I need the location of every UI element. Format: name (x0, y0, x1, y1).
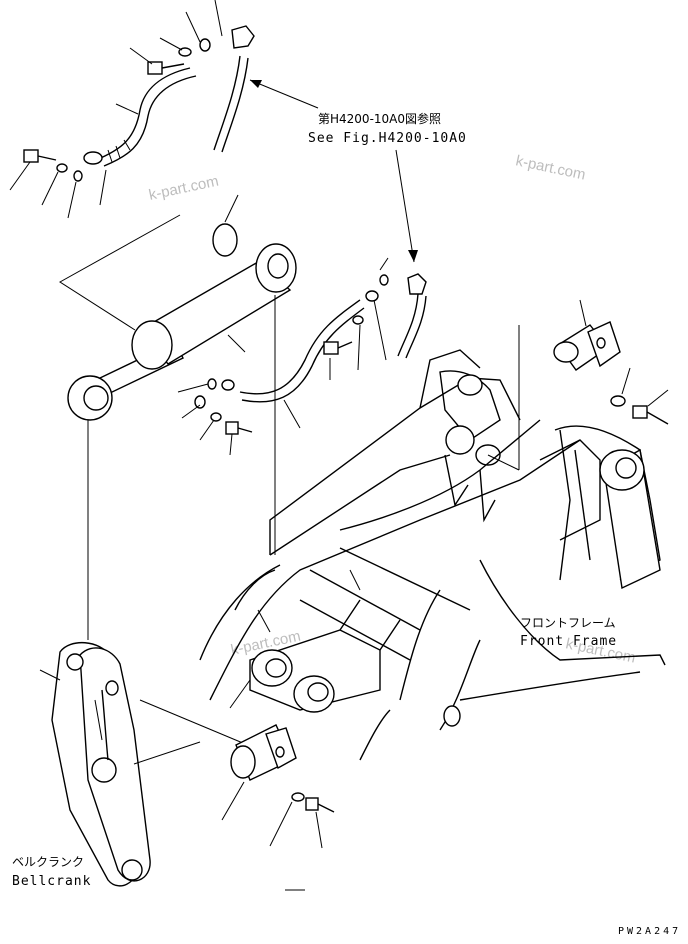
front-frame (199, 325, 666, 761)
drawing-code: PW2A247 (618, 926, 681, 937)
reference-arrow-lower (395, 149, 418, 263)
upper-hose-assembly (9, 0, 255, 219)
reference-arrow-upper (249, 79, 319, 109)
watermark-1: k-part.com (147, 173, 220, 204)
front-frame-label-jp: フロントフレーム (520, 616, 616, 630)
bellcrank-label-en: Bellcrank (12, 874, 91, 889)
upper-pin-assembly (553, 299, 669, 425)
lower-pin-assembly (133, 699, 335, 849)
lift-cylinder (59, 194, 297, 421)
reference-label-en: See Fig.H4200-10A0 (308, 131, 467, 146)
bellcrank-label-jp: ベルクランク (12, 855, 84, 869)
middle-hose-assembly (177, 257, 427, 456)
bellcrank (39, 641, 151, 887)
watermark-2: k-part.com (514, 152, 587, 183)
reference-label-jp: 第H4200-10A0図参照 (318, 111, 441, 126)
front-frame-label-en: Front Frame (520, 634, 617, 649)
